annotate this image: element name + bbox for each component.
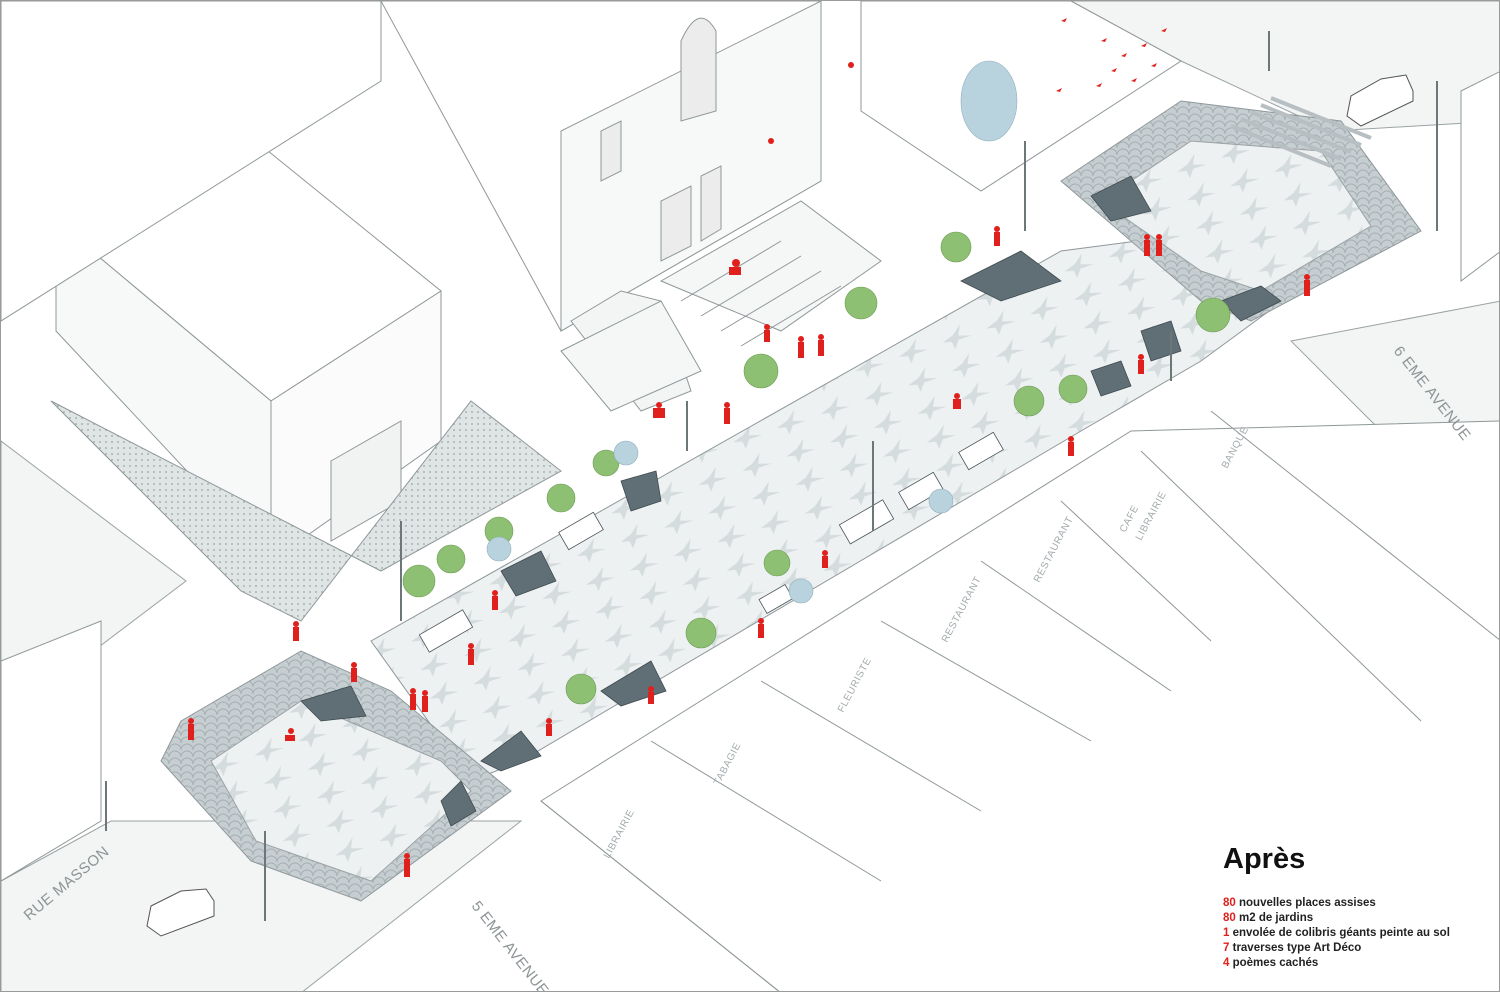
legend-item: 7 traverses type Art Déco	[1223, 941, 1483, 956]
birds	[1056, 18, 1167, 92]
legend: Après 80 nouvelles places assises 80 m2 …	[1223, 843, 1483, 971]
legend-number: 80	[1223, 912, 1236, 924]
legend-text: poèmes cachés	[1232, 957, 1319, 969]
zebra-crossing	[1230, 96, 1372, 168]
tree-blue	[486, 60, 1018, 604]
legend-text: m2 de jardins	[1239, 912, 1314, 924]
legend-item: 80 nouvelles places assises	[1223, 896, 1483, 911]
people	[188, 62, 1310, 877]
trees	[402, 231, 1231, 705]
legend-item: 4 poèmes cachés	[1223, 956, 1483, 971]
legend-item: 1 envolée de colibris géants peinte au s…	[1223, 926, 1483, 941]
terrace-furniture	[418, 431, 1004, 653]
plaza-gravel	[50, 400, 562, 622]
legend-text: envolée de colibris géants peinte au sol	[1232, 927, 1450, 939]
storefront-blocks	[540, 410, 1499, 991]
legend-text: traverses type Art Déco	[1232, 942, 1362, 954]
legend-item: 80 m2 de jardins	[1223, 911, 1483, 926]
legend-number: 7	[1223, 942, 1230, 954]
legend-number: 4	[1223, 957, 1230, 969]
legend-text: nouvelles places assises	[1239, 897, 1376, 909]
car-south	[146, 888, 215, 937]
lamp-posts	[105, 31, 1438, 921]
legend-number: 80	[1223, 897, 1236, 909]
buildings-background	[1, 1, 1499, 882]
street-label-avenue-5: 5 EME AVENUE	[468, 898, 552, 992]
legend-number: 1	[1223, 927, 1230, 939]
square-north	[1100, 140, 1372, 292]
legend-title: Après	[1223, 843, 1306, 875]
car-north	[1346, 74, 1414, 127]
